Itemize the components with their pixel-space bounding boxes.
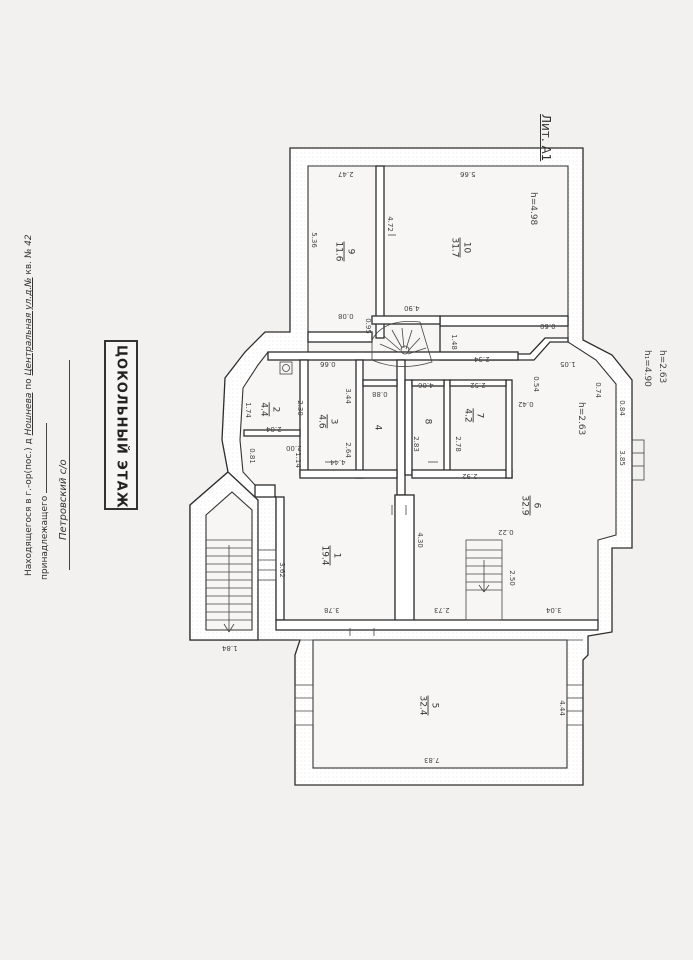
dim-label: 5.66 [460, 170, 476, 178]
room-label-6: 6 32.9 [518, 495, 542, 516]
room-label-1: 1 19.4 [318, 545, 342, 566]
header-owner-value: Петровский с/о [58, 459, 69, 540]
header-prefix: Находящегося в г.-ор(пос.) д [24, 438, 34, 576]
dim-label: 4.90 [404, 304, 420, 312]
room-label-9: 9 11.6 [332, 241, 356, 262]
room-label-5: 5 32.4 [416, 695, 440, 716]
header-line-2: принадлежащего [40, 422, 50, 580]
room-number: 8 [422, 418, 433, 425]
room6-staircase [465, 539, 503, 621]
dim-label: 5.36 [309, 232, 318, 248]
dim-label: 2.00 [286, 444, 302, 452]
dim-label: 2.92 [462, 472, 478, 480]
dim-label: 7.83 [424, 756, 440, 764]
dim-label: 0.08 [338, 312, 354, 320]
dim-label: 0.60 [540, 322, 556, 330]
room-area: 4.2 [461, 408, 474, 423]
room-number: 4 [372, 424, 383, 431]
room-label-7: 7 4.2 [461, 408, 485, 423]
header-mid: по [24, 378, 34, 390]
dim-label: 2.73 [434, 606, 450, 614]
dim-label: 3.62 [277, 562, 286, 578]
room-number: 9 [345, 248, 356, 255]
dim-label: 1.14 [293, 452, 302, 468]
room-number: 6 [531, 502, 542, 509]
room-label-8: 8 [421, 419, 432, 425]
room-area: 19.4 [318, 545, 331, 566]
dim-label: 0.42 [518, 400, 534, 408]
dim-label: 0.22 [498, 528, 514, 536]
windows [257, 439, 645, 726]
dim-label: 0.95 [363, 318, 372, 334]
header-owner-label: принадлежащего [40, 495, 50, 580]
room-label-3: 3 4.6 [315, 414, 339, 429]
page-title-text: ЦОКОЛЬНЫЙ ЭТАЖ [113, 345, 129, 509]
dim-label: 0.88 [372, 390, 388, 398]
dim-label: 2.64 [343, 442, 352, 458]
height-note-left: h₁=4.90 [642, 350, 652, 387]
dim-label: 3.85 [617, 450, 626, 466]
dim-label: 2.50 [507, 570, 516, 586]
room-5 [312, 639, 568, 769]
dim-label: 2.47 [338, 170, 354, 178]
spiral-staircase [371, 321, 433, 367]
room-area: 32.4 [416, 695, 429, 716]
room-number: 7 [474, 412, 485, 419]
dim-label: 4.30 [415, 532, 424, 548]
header-num-value: 42 [24, 234, 34, 246]
header-line-1: Находящегося в г.-ор(пос.) д Ношнева по … [24, 234, 38, 576]
dim-label: 1.84 [222, 644, 238, 652]
dim-label: 2.34 [474, 355, 490, 363]
dim-label: 2.83 [411, 436, 420, 452]
header-town: Ношнева [24, 392, 34, 436]
dim-label: 4.44 [330, 458, 346, 466]
room6-height: h=2.63 [576, 402, 586, 436]
room-area: 11.6 [332, 241, 345, 262]
door-openings [325, 234, 438, 636]
dim-label: 4.44 [557, 700, 566, 716]
header-line-3: Петровский с/о [58, 360, 70, 570]
height-note-right: h=2.63 [657, 350, 667, 384]
room-area: 4.6 [315, 414, 328, 429]
room-number: 5 [429, 702, 440, 709]
sheet-label: Лит. А1 [539, 114, 553, 162]
dim-label: 2.30 [295, 400, 304, 416]
room-number: 3 [328, 418, 339, 425]
header-num: кв. № [24, 248, 34, 275]
dim-label: 0.84 [617, 400, 626, 416]
dim-label: 3.04 [546, 606, 562, 614]
dim-label: 4.72 [385, 216, 394, 232]
page-title: ЦОКОЛЬНЫЙ ЭТАЖ [104, 340, 138, 510]
room-number: 2 [270, 406, 281, 413]
room-area: 31.7 [448, 237, 461, 258]
dim-label: 4.06 [418, 381, 434, 389]
dim-label: 0.74 [593, 382, 602, 398]
header-street: Центральная ул.д.№ [24, 277, 34, 376]
dim-label: 3.78 [324, 606, 340, 614]
room-label-4: 4 [371, 425, 382, 431]
room-label-10: 10 31.7 [448, 237, 472, 258]
chimney-icon [279, 361, 293, 375]
dim-label: 0.81 [247, 448, 256, 464]
dim-label: 2.04 [266, 425, 282, 433]
dim-label: 1.05 [560, 360, 576, 368]
left-staircase [206, 539, 252, 633]
room-number: 10 [461, 241, 472, 254]
room-label-2: 2 4.4 [257, 402, 281, 417]
dim-label: 0.66 [320, 360, 336, 368]
dim-label: 0.54 [531, 376, 540, 392]
room10-height: h=4.98 [528, 192, 538, 226]
interior-walls [243, 165, 599, 631]
room-area: 4.4 [257, 402, 270, 417]
dim-label: 1.48 [449, 334, 458, 350]
dim-label: 1.74 [243, 402, 252, 418]
dim-label: 3.44 [343, 388, 352, 404]
dim-label: 2.52 [470, 381, 486, 389]
dim-label: 2.78 [453, 436, 462, 452]
room-number: 1 [331, 552, 342, 559]
room-area: 32.9 [518, 495, 531, 516]
